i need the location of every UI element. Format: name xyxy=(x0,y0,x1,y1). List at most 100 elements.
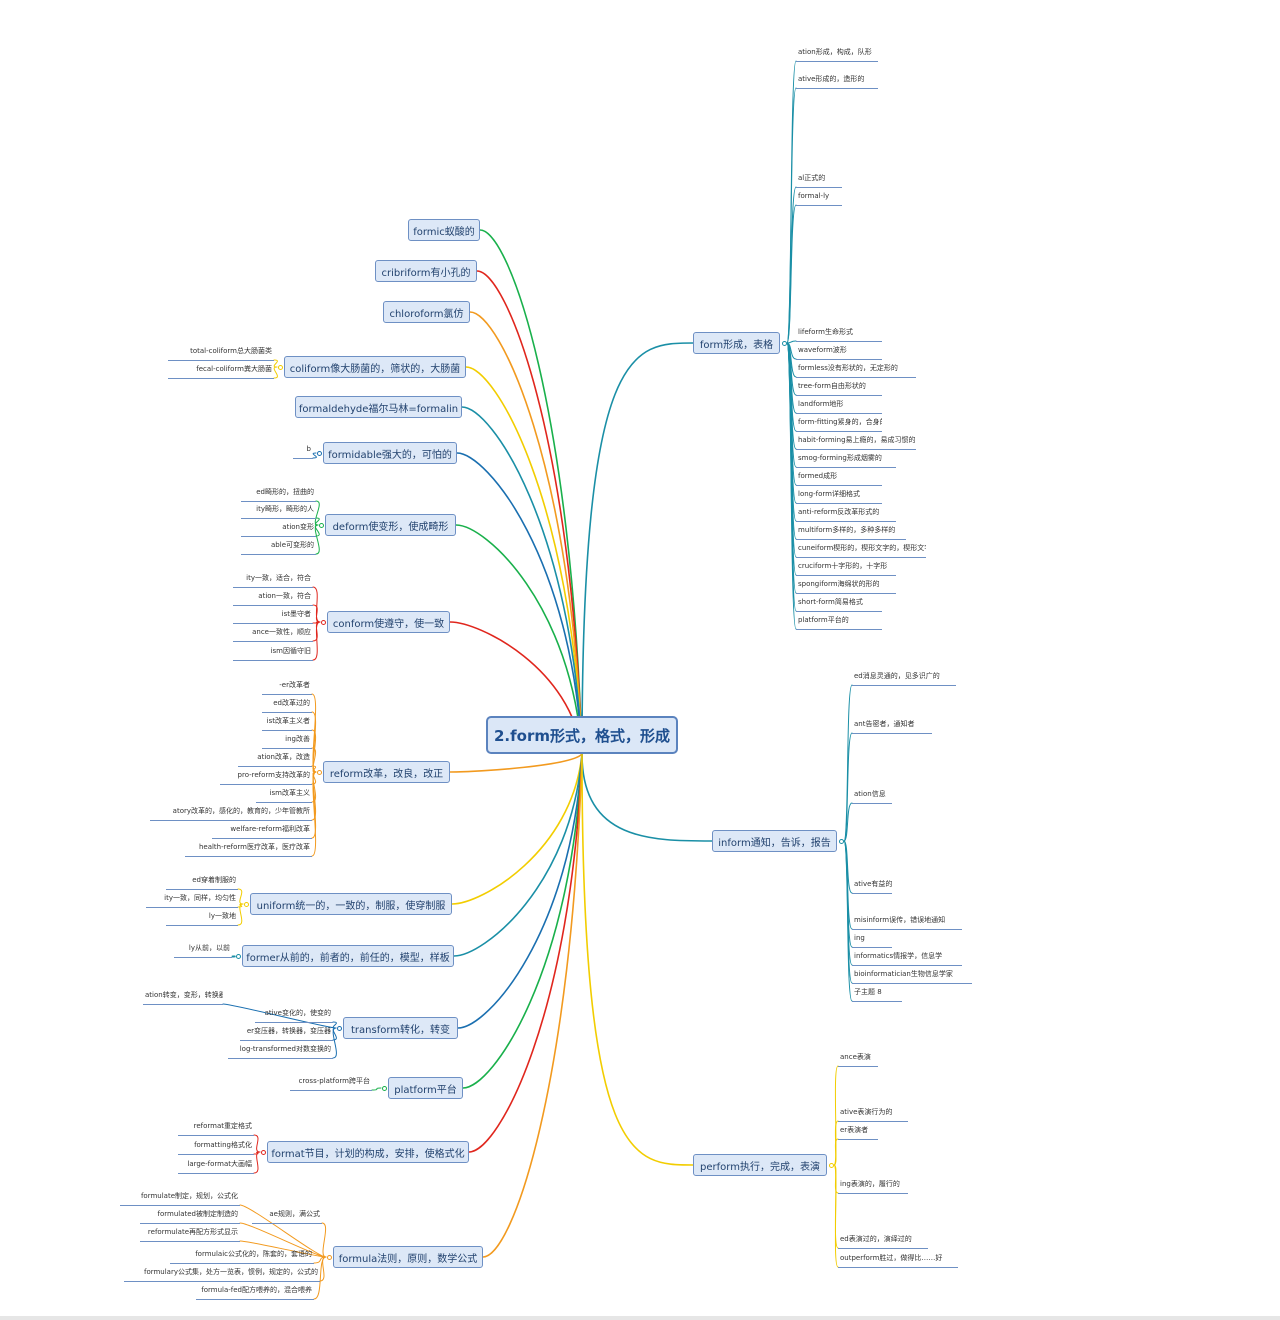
left-leaf-topic[interactable]: ing改善 xyxy=(262,733,312,749)
left-branch-topic[interactable]: formula法则，原则，数学公式 xyxy=(333,1246,483,1268)
right-leaf-topic[interactable]: bioinformatician生物信息学家 xyxy=(852,968,972,984)
right-branch-topic[interactable]: perform执行，完成，表演 xyxy=(693,1154,827,1176)
left-leaf-topic[interactable]: ism因循守旧 xyxy=(233,645,313,661)
right-leaf-topic[interactable]: lifeform生命形式 xyxy=(796,326,882,342)
left-leaf-topic[interactable]: ist改革主义者 xyxy=(262,715,312,731)
right-leaf-topic[interactable]: formal-ly xyxy=(796,190,842,206)
right-leaf-topic[interactable]: habit-forming易上瘾的，易成习惯的 xyxy=(796,434,916,450)
collapse-toggle-icon[interactable] xyxy=(260,1149,266,1155)
left-branch-topic[interactable]: uniform统一的，一致的，制服，使穿制服 xyxy=(250,893,452,915)
left-leaf-topic[interactable]: formula-fed配方喂养的，混合喂养 xyxy=(196,1284,314,1300)
left-leaf-topic[interactable]: er变压器，转换器，变压器 xyxy=(240,1025,333,1041)
right-leaf-topic[interactable]: ation信息 xyxy=(852,788,892,804)
left-leaf-topic[interactable]: ae规则，满公式 xyxy=(252,1208,322,1224)
left-leaf-topic[interactable]: ation改革，改造 xyxy=(238,751,312,767)
right-leaf-topic[interactable]: misinform误传，错误地通知 xyxy=(852,914,962,930)
left-leaf-topic[interactable]: ance一致性，顺应 xyxy=(233,626,313,642)
left-branch-topic[interactable]: coliform像大肠菌的，筛状的，大肠菌 xyxy=(284,356,466,378)
right-leaf-topic[interactable]: long-form详细格式 xyxy=(796,488,882,504)
right-leaf-topic[interactable]: anti-reform反改革形式的 xyxy=(796,506,896,522)
collapse-toggle-icon[interactable] xyxy=(828,1162,834,1168)
left-branch-topic[interactable]: formic蚁酸的 xyxy=(408,219,480,241)
left-leaf-topic[interactable]: fecal-coliform粪大肠菌 xyxy=(168,363,274,379)
right-leaf-topic[interactable]: 子主题 8 xyxy=(852,986,902,1002)
right-leaf-topic[interactable]: short-form简易格式 xyxy=(796,596,882,612)
left-branch-topic[interactable]: formaldehyde福尔马林=formalin xyxy=(295,396,462,418)
left-leaf-topic[interactable]: formatting格式化 xyxy=(178,1139,254,1155)
collapse-toggle-icon[interactable] xyxy=(320,619,326,625)
right-leaf-topic[interactable]: cruciform十字形的，十字形 xyxy=(796,560,896,576)
left-leaf-topic[interactable]: health-reform医疗改革，医疗改革 xyxy=(185,841,312,857)
left-leaf-topic[interactable]: log-transformed对数变换的 xyxy=(228,1043,333,1059)
left-leaf-topic[interactable]: formulate制定，规划，公式化 xyxy=(120,1190,240,1206)
left-branch-topic[interactable]: former从前的，前者的，前任的，模型，样板 xyxy=(242,945,454,967)
collapse-toggle-icon[interactable] xyxy=(235,953,241,959)
left-leaf-topic[interactable]: ity一致，适合，符合 xyxy=(233,572,313,588)
right-leaf-topic[interactable]: formless没有形状的，无定形的 xyxy=(796,362,916,378)
right-leaf-topic[interactable]: ed表演过的，演绎过的 xyxy=(838,1233,928,1249)
left-branch-topic[interactable]: deform使变形，使成畸形 xyxy=(325,514,456,536)
right-leaf-topic[interactable]: al正式的 xyxy=(796,172,842,188)
right-branch-topic[interactable]: inform通知，告诉，报告 xyxy=(712,830,837,852)
left-leaf-topic[interactable]: atory改革的，感化的，教育的，少年管教所 xyxy=(150,805,312,821)
left-leaf-topic[interactable]: ly从前，以前 xyxy=(174,942,232,958)
left-branch-topic[interactable]: conform使遵守，使一致 xyxy=(327,611,450,633)
collapse-toggle-icon[interactable] xyxy=(381,1085,387,1091)
right-leaf-topic[interactable]: landform地形 xyxy=(796,398,882,414)
left-leaf-topic[interactable]: total-coliform总大肠菌类 xyxy=(168,345,274,361)
collapse-toggle-icon[interactable] xyxy=(336,1025,342,1031)
right-leaf-topic[interactable]: informatics情报学，信息学 xyxy=(852,950,962,966)
left-leaf-topic[interactable]: ity畸形，畸形的人 xyxy=(241,503,316,519)
collapse-toggle-icon[interactable] xyxy=(316,769,322,775)
right-leaf-topic[interactable]: ance表演 xyxy=(838,1051,878,1067)
left-leaf-topic[interactable]: reformat重定格式 xyxy=(178,1120,254,1136)
left-leaf-topic[interactable]: pro-reform支持改革的 xyxy=(220,769,312,785)
left-leaf-topic[interactable]: ist墨守者 xyxy=(233,608,313,624)
right-leaf-topic[interactable]: platform平台的 xyxy=(796,614,882,630)
right-leaf-topic[interactable]: tree-form自由形状的 xyxy=(796,380,882,396)
left-leaf-topic[interactable]: ation变形 xyxy=(241,521,316,537)
collapse-toggle-icon[interactable] xyxy=(838,838,844,844)
left-leaf-topic[interactable]: ation一致，符合 xyxy=(233,590,313,606)
right-leaf-topic[interactable]: smog-forming形成烟雾的 xyxy=(796,452,896,468)
right-leaf-topic[interactable]: ing xyxy=(852,932,892,948)
root-topic[interactable]: 2.form形式，格式，形成 xyxy=(486,716,678,754)
left-leaf-topic[interactable]: large-format大画幅 xyxy=(178,1158,254,1174)
left-leaf-topic[interactable]: formulaic公式化的，陈套的，套语的 xyxy=(170,1248,314,1264)
right-leaf-topic[interactable]: cuneiform楔形的，楔形文字的，楔形文字 xyxy=(796,542,926,558)
right-leaf-topic[interactable]: er表演者 xyxy=(838,1124,878,1140)
right-leaf-topic[interactable]: ative形成的，造形的 xyxy=(796,73,878,89)
left-leaf-topic[interactable]: ation转变，变形，转换器 xyxy=(143,989,223,1005)
right-leaf-topic[interactable]: ing表演的，履行的 xyxy=(838,1178,908,1194)
collapse-toggle-icon[interactable] xyxy=(781,340,787,346)
left-leaf-topic[interactable]: reformulate再配方形式显示 xyxy=(140,1226,240,1242)
left-branch-topic[interactable]: chloroform氯仿 xyxy=(383,301,470,323)
left-branch-topic[interactable]: transform转化，转变 xyxy=(343,1017,458,1039)
right-leaf-topic[interactable]: multiform多样的，多种多样的 xyxy=(796,524,906,540)
left-leaf-topic[interactable]: able可变形的 xyxy=(241,539,316,555)
right-leaf-topic[interactable]: ative表演行为的 xyxy=(838,1106,908,1122)
right-leaf-topic[interactable]: form-fitting紧身的，合身的 xyxy=(796,416,882,432)
collapse-toggle-icon[interactable] xyxy=(243,901,249,907)
collapse-toggle-icon[interactable] xyxy=(326,1254,332,1260)
collapse-toggle-icon[interactable] xyxy=(316,450,322,456)
collapse-toggle-icon[interactable] xyxy=(318,522,324,528)
left-leaf-topic[interactable]: formulated被制定制造的 xyxy=(140,1208,240,1224)
left-branch-topic[interactable]: format节目，计划的构成，安排，使格式化 xyxy=(267,1141,469,1163)
right-leaf-topic[interactable]: ant告密者，通知者 xyxy=(852,718,932,734)
collapse-toggle-icon[interactable] xyxy=(277,364,283,370)
left-leaf-topic[interactable]: ed改革过的 xyxy=(262,697,312,713)
left-branch-topic[interactable]: reform改革，改良，改正 xyxy=(323,761,450,783)
left-leaf-topic[interactable]: b xyxy=(293,443,313,459)
left-leaf-topic[interactable]: ism改革主义 xyxy=(256,787,312,803)
left-leaf-topic[interactable]: cross-platform跨平台 xyxy=(290,1075,372,1091)
left-leaf-topic[interactable]: ed穿着制服的 xyxy=(166,874,238,890)
right-leaf-topic[interactable]: spongiform海绵状的形的 xyxy=(796,578,896,594)
left-leaf-topic[interactable]: ed畸形的，扭曲的 xyxy=(241,486,316,502)
left-leaf-topic[interactable]: ative变化的，使变的 xyxy=(255,1007,333,1023)
right-branch-topic[interactable]: form形成，表格 xyxy=(693,332,780,354)
right-leaf-topic[interactable]: ative有益的 xyxy=(852,878,892,894)
left-leaf-topic[interactable]: formulary公式集，处方一览表，惯例，规定的，公式的 xyxy=(124,1266,320,1282)
right-leaf-topic[interactable]: formed成形 xyxy=(796,470,882,486)
right-leaf-topic[interactable]: waveform波形 xyxy=(796,344,882,360)
